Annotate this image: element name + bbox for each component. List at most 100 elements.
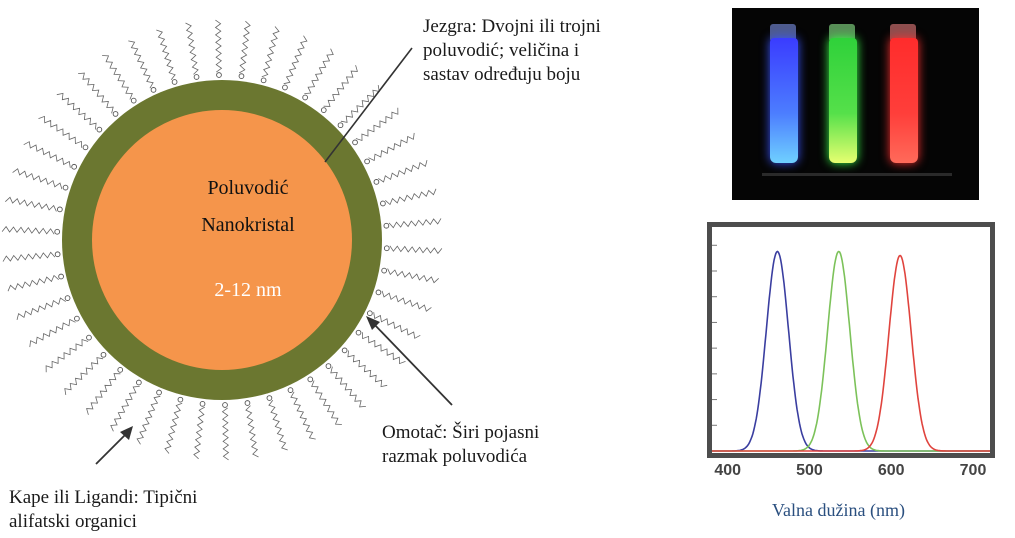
ligand-head <box>283 85 288 90</box>
ligand-head <box>376 290 381 295</box>
ligand-head <box>83 145 88 150</box>
ligand-head <box>57 207 62 212</box>
ligand-head <box>353 140 358 145</box>
ligand-head <box>178 397 183 402</box>
ligand-chain <box>331 367 366 407</box>
ligand-head <box>321 108 326 113</box>
core-size-label: 2-12 nm <box>214 279 282 301</box>
core-label-line2: Nanokristal <box>201 214 295 236</box>
shell-description-line1: Omotač: Širi pojasni <box>382 421 539 445</box>
ligand-chain <box>3 252 55 261</box>
core-pointer-line <box>325 48 412 162</box>
ligand-head <box>356 330 361 335</box>
emission-peak-1 <box>712 252 990 452</box>
ligand-chain <box>291 392 316 439</box>
ligand-description-line2: alifatski organici <box>9 510 197 534</box>
vial-green <box>829 38 857 163</box>
ligand-chain <box>46 340 88 373</box>
emission-peak-2 <box>712 252 990 452</box>
ligand-chain <box>137 396 160 444</box>
shell-description-line2: razmak poluvodića <box>382 445 539 469</box>
x-tick-label: 600 <box>878 462 905 480</box>
shell-description: Omotač: Širi pojasni razmak poluvodića <box>382 421 539 469</box>
ligand-head <box>381 201 386 206</box>
ligand-chain <box>363 332 406 363</box>
ligand-description: Kape ili Ligandi: Tipični alifatski orga… <box>9 486 197 534</box>
ligand-head <box>131 98 136 103</box>
ligand-chain <box>78 73 113 113</box>
ligand-head <box>63 185 68 190</box>
ligand-chain <box>165 403 182 453</box>
ligand-head <box>342 348 347 353</box>
core-description-line3: sastav određuju boju <box>423 63 601 87</box>
ligand-chain <box>378 160 427 182</box>
vial-red <box>890 38 918 163</box>
ligand-head <box>72 164 77 169</box>
ligand-head <box>308 377 313 382</box>
ligand-head <box>326 364 331 369</box>
ligand-chain <box>111 386 140 431</box>
ligand-chain <box>304 49 333 94</box>
shell-pointer-arrow <box>372 322 452 405</box>
ligand-head <box>113 112 118 117</box>
ligand-chain <box>239 21 250 73</box>
ligand-chain <box>17 298 66 320</box>
ligand-head <box>157 390 162 395</box>
ligand-chain <box>390 246 442 254</box>
ligand-chain <box>39 116 82 147</box>
ligand-chain <box>369 133 415 161</box>
ligand-head <box>239 74 244 79</box>
ligand-head <box>384 223 389 228</box>
vial-shelf <box>762 173 952 176</box>
ligand-chain <box>128 41 153 88</box>
ligand-head <box>338 123 343 128</box>
ligand-chain <box>87 374 121 415</box>
ligand-chain <box>8 276 59 292</box>
ligand-chain <box>312 381 342 425</box>
ligand-head <box>365 159 370 164</box>
ligand-head <box>223 403 228 408</box>
ligand-head <box>261 78 266 83</box>
ligand-head <box>87 335 92 340</box>
ligand-chain <box>374 312 421 338</box>
ligand-head <box>151 87 156 92</box>
ligand-head <box>200 401 205 406</box>
ligand-chain <box>102 56 132 100</box>
ligand-chain <box>385 189 436 205</box>
vial-blue <box>770 38 798 163</box>
ligand-chain <box>24 142 71 168</box>
ligand-chain <box>284 36 307 84</box>
ligand-pointer-arrow <box>96 432 128 464</box>
ligand-head <box>59 274 64 279</box>
ligand-head <box>194 75 199 80</box>
ligand-head <box>288 388 293 393</box>
ligand-chain <box>388 269 439 283</box>
ligand-head <box>367 311 372 316</box>
ligand-chain <box>186 23 199 74</box>
ligand-chain <box>194 407 205 459</box>
core-label-line1: Poluvodić <box>207 177 288 199</box>
vials-photo <box>732 8 979 200</box>
ligand-chain <box>13 169 62 189</box>
ligand-head <box>267 396 272 401</box>
core-nanocrystal <box>92 110 352 370</box>
ligand-chain <box>156 30 175 80</box>
x-tick-label: 400 <box>714 462 741 480</box>
ligand-head <box>136 380 141 385</box>
emission-peak-3 <box>712 256 990 451</box>
ligand-chain <box>5 197 56 211</box>
core-description-line2: poluvodić; veličina i <box>423 39 601 63</box>
ligand-head <box>384 246 389 251</box>
ligand-head <box>101 352 106 357</box>
ligand-head <box>245 401 250 406</box>
ligand-chain <box>57 93 96 129</box>
ligand-head <box>303 95 308 100</box>
ligand-head <box>97 127 102 132</box>
ligand-chain <box>30 320 76 348</box>
ligand-chain <box>382 291 431 311</box>
core-description-line1: Jezgra: Dvojni ili trojni <box>423 15 601 39</box>
ligand-head <box>172 80 177 85</box>
ligand-chain <box>269 400 288 450</box>
emission-chart <box>707 222 995 458</box>
x-tick-label: 500 <box>796 462 823 480</box>
